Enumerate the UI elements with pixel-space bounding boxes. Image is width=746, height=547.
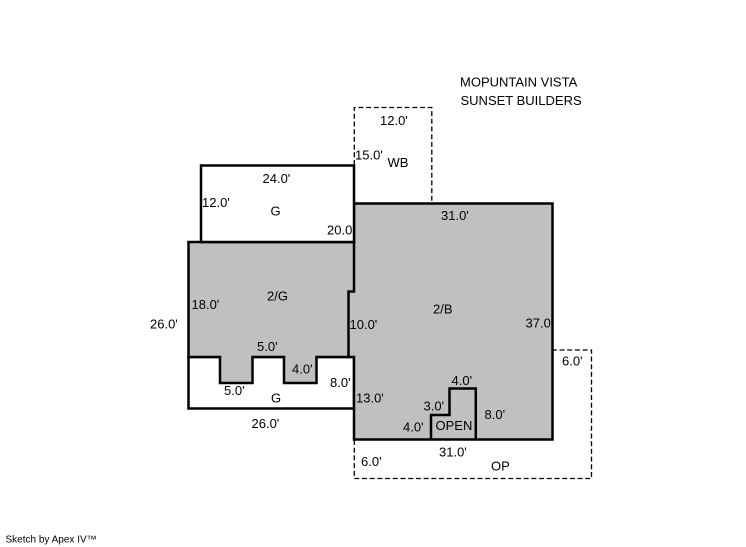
svg-text:Sketch by Apex IV™: Sketch by Apex IV™ bbox=[6, 535, 97, 546]
svg-text:8.0': 8.0' bbox=[330, 375, 351, 390]
svg-text:G: G bbox=[271, 391, 281, 406]
svg-text:2/B: 2/B bbox=[433, 302, 453, 317]
svg-text:26.0': 26.0' bbox=[150, 317, 178, 332]
svg-text:31.0': 31.0' bbox=[441, 208, 469, 223]
svg-text:OPEN: OPEN bbox=[436, 418, 473, 433]
svg-text:SUNSET BUILDERS: SUNSET BUILDERS bbox=[461, 93, 582, 108]
svg-text:6.0': 6.0' bbox=[562, 354, 583, 369]
svg-text:12.0': 12.0' bbox=[380, 113, 408, 128]
svg-text:37.0: 37.0 bbox=[526, 316, 551, 331]
svg-text:4.0': 4.0' bbox=[452, 373, 473, 388]
svg-text:4.0': 4.0' bbox=[292, 362, 313, 377]
svg-text:20.0: 20.0 bbox=[327, 223, 352, 238]
svg-text:18.0': 18.0' bbox=[192, 297, 220, 312]
svg-text:6.0': 6.0' bbox=[361, 454, 382, 469]
svg-text:5.0': 5.0' bbox=[224, 383, 245, 398]
svg-text:26.0': 26.0' bbox=[252, 416, 280, 431]
svg-text:12.0': 12.0' bbox=[202, 195, 230, 210]
svg-text:WB: WB bbox=[388, 155, 409, 170]
svg-text:15.0': 15.0' bbox=[355, 148, 383, 163]
svg-text:2/G: 2/G bbox=[267, 289, 288, 304]
svg-text:G: G bbox=[271, 204, 281, 219]
svg-text:24.0': 24.0' bbox=[263, 171, 291, 186]
svg-text:13.0': 13.0' bbox=[356, 391, 384, 406]
svg-text:3.0': 3.0' bbox=[424, 399, 445, 414]
svg-text:5.0': 5.0' bbox=[257, 339, 278, 354]
svg-text:OP: OP bbox=[491, 459, 510, 474]
svg-text:8.0': 8.0' bbox=[485, 407, 506, 422]
svg-text:MOPUNTAIN VISTA: MOPUNTAIN VISTA bbox=[460, 75, 578, 90]
svg-text:10.0': 10.0' bbox=[350, 317, 378, 332]
svg-text:4.0': 4.0' bbox=[403, 420, 424, 435]
svg-text:31.0': 31.0' bbox=[439, 445, 467, 460]
